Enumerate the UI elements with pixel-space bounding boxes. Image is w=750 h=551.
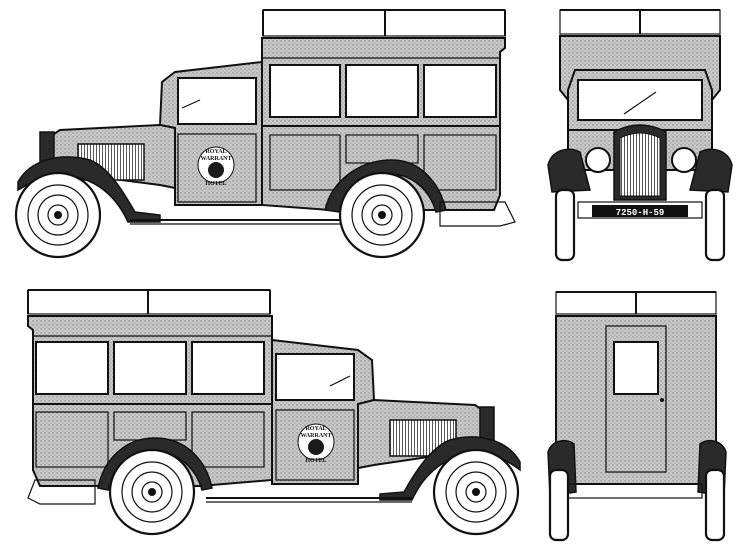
cab-door [177,133,257,203]
front-wheel [14,171,102,259]
cab-door-2 [275,409,355,481]
emblem-2-line-1: ROYAL [305,426,326,432]
front-tire-left [554,188,576,262]
emblem-2-line-3: HOTEL [305,458,326,464]
rear-tire-right [704,468,726,542]
emblem-2-line-2: WARRANT [300,433,331,439]
side-window-2 [345,64,419,118]
front-fender-right [689,148,733,193]
front-tire-right [704,188,726,262]
roof-rack [262,9,506,37]
rear-tire-left [548,468,570,542]
side-view-right: ROYAL WARRANT HOTEL [27,289,521,536]
side-window-4 [35,341,109,395]
side-window-5 [113,341,187,395]
rear-wheel-2 [108,448,196,536]
headlamp-right [671,147,697,173]
side-window-1 [269,64,341,118]
rear-wheel [338,171,426,259]
side-window-6 [191,341,265,395]
front-fender-left [547,148,591,193]
roof-rack-2 [27,289,271,315]
rear-view [547,291,727,542]
door-emblem-2: ROYAL WARRANT HOTEL [297,423,335,464]
rear-window [613,341,659,395]
front-view: 7250-H-59 [547,9,733,262]
emblem-line-3: HOTEL [205,181,226,187]
front-wheel-2 [432,448,520,536]
headlamp-left [585,147,611,173]
side-view-left: ROYAL WARRANT HOTEL [14,9,516,259]
rear-door [605,325,667,473]
emblem-line-2: WARRANT [200,156,231,162]
side-window-3 [423,64,497,118]
emblem-line-1: ROYAL [205,149,226,155]
door-emblem: ROYAL WARRANT HOTEL [197,146,235,187]
cab-window-2 [275,353,355,401]
windshield [577,79,703,121]
license-plate-text: 7250-H-59 [616,208,665,218]
cab-window [177,77,257,125]
license-plate [592,205,688,217]
